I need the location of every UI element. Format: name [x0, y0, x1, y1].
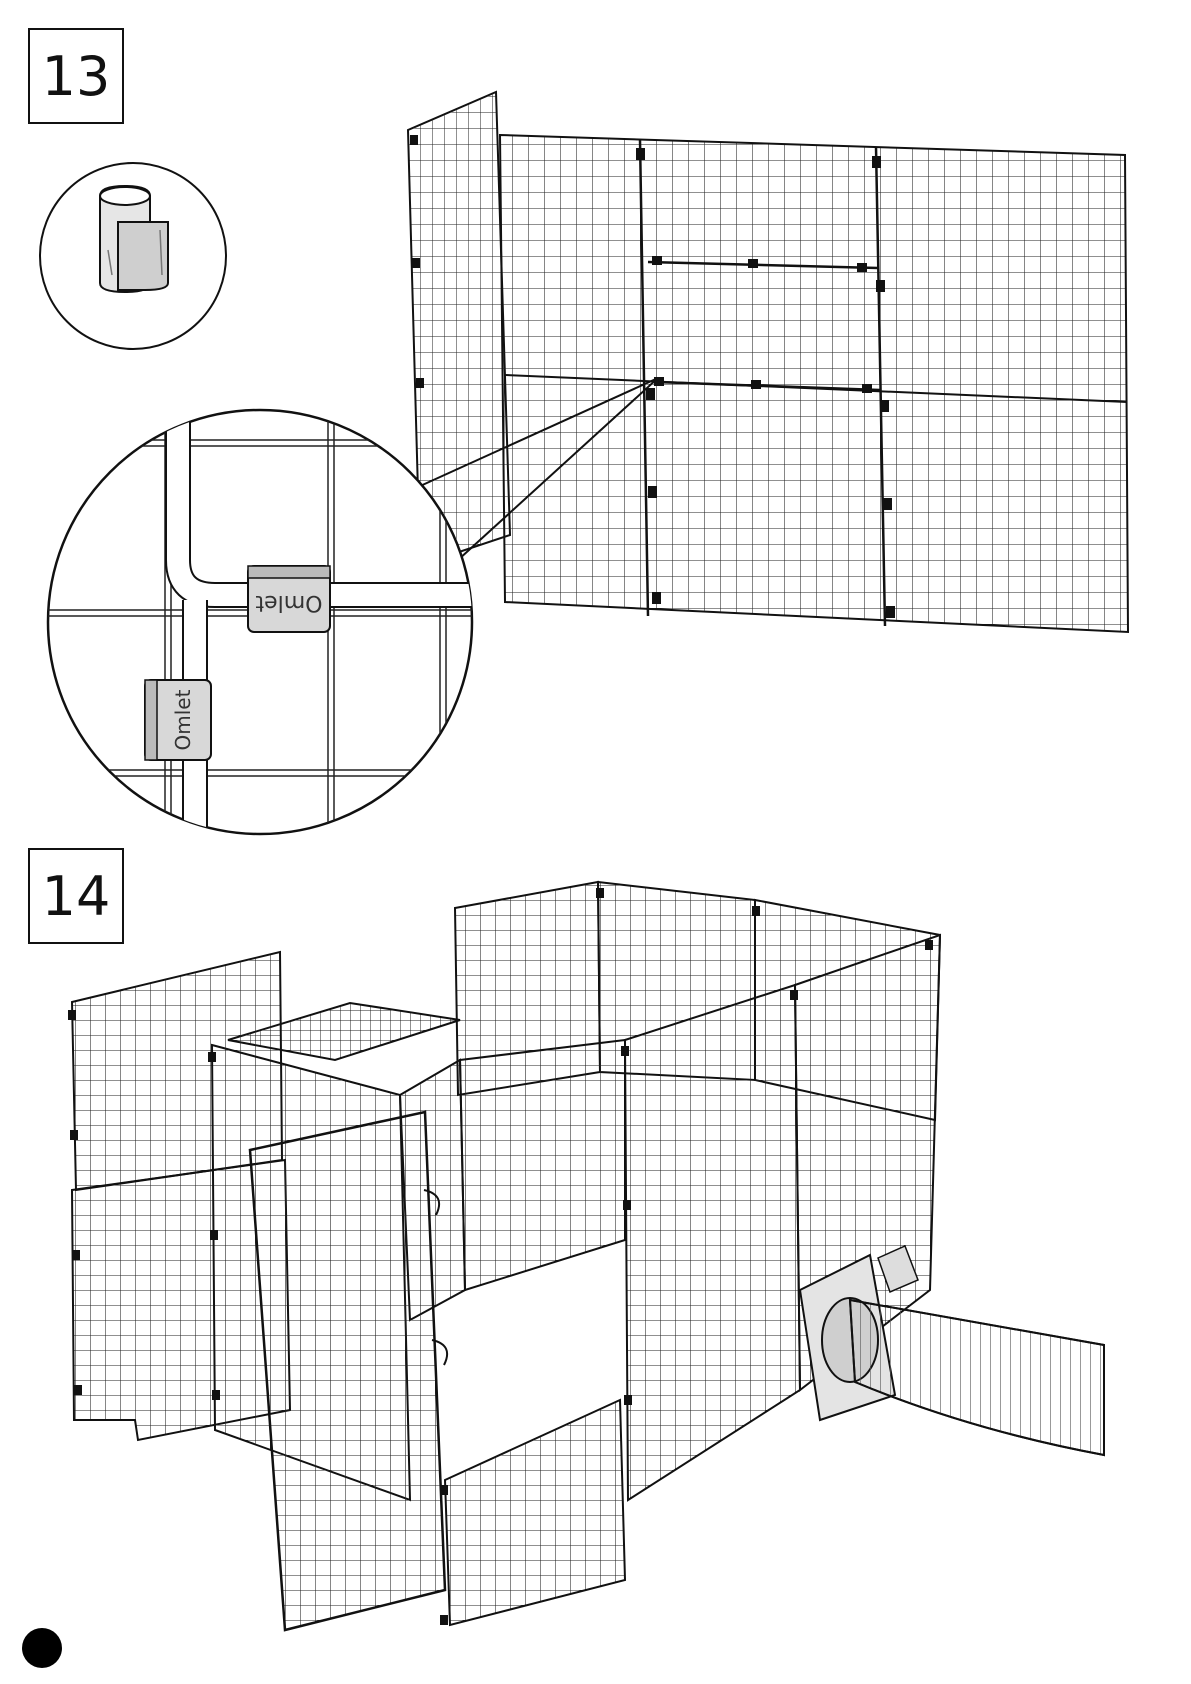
front-low-panel [445, 1400, 625, 1625]
step-14-label: 14 [42, 865, 111, 928]
clip-brand-mark-1: Omlet [255, 590, 322, 615]
page-marker-dot [22, 1628, 62, 1668]
omlet-clip-vertical: Omlet [145, 680, 211, 760]
clip-detail-circle [40, 163, 226, 349]
tunnel-roof-panel [228, 1003, 460, 1060]
panel-clips [68, 888, 933, 1625]
step-number-14: 14 [28, 848, 124, 944]
step-13-illustration: Omlet Omlet [0, 0, 1191, 840]
right-mesh-panels [625, 935, 940, 1500]
connector-tube-illustration [800, 1246, 1104, 1455]
back-mesh-panels [455, 882, 940, 1120]
inner-side-panels [212, 1040, 625, 1500]
main-mesh-wall [410, 135, 1128, 632]
clip-brand-mark-2: Omlet [171, 689, 195, 750]
open-door-panel [250, 1112, 447, 1630]
omlet-clip-horizontal: Omlet [248, 566, 330, 632]
left-mesh-panel [72, 952, 290, 1440]
